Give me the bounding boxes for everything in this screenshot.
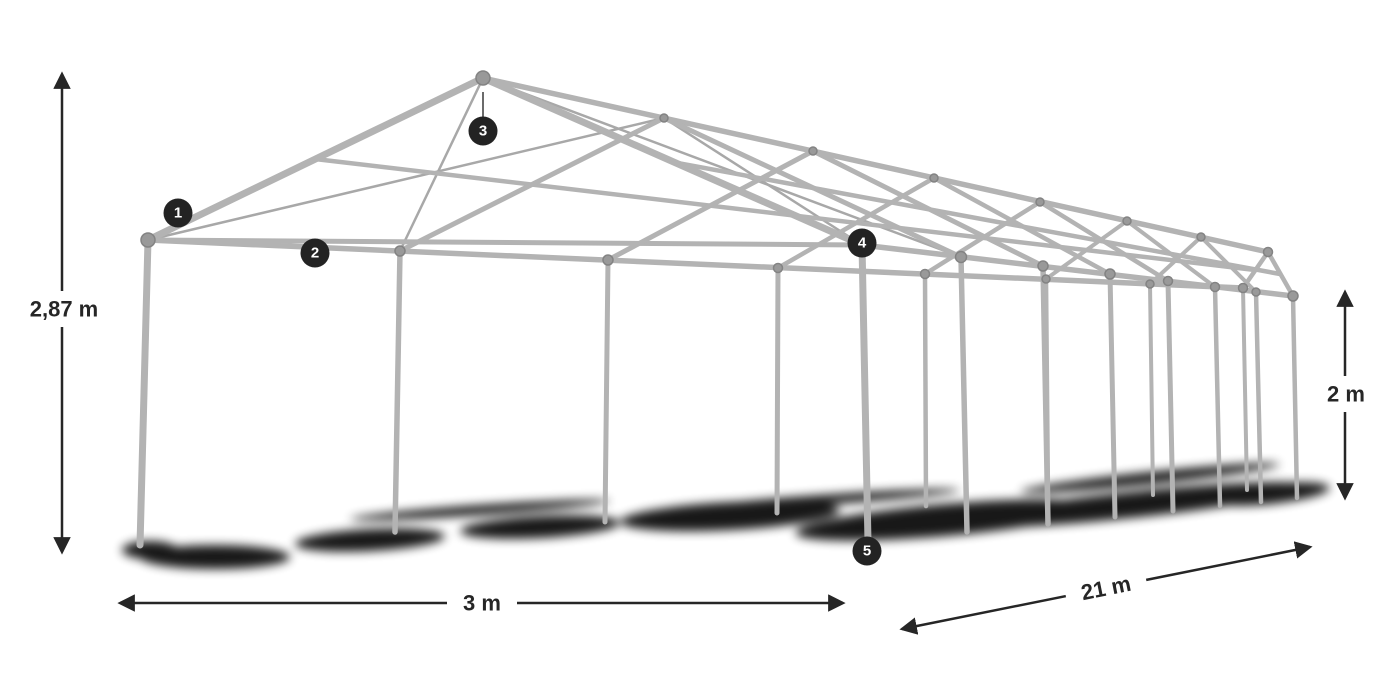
badge-3-number: 3 [479,123,487,140]
badge-4-number: 4 [858,235,867,252]
frame-braces [146,76,963,259]
ridge-beam [480,75,1271,255]
badge-3[interactable]: 3 [468,116,498,146]
ridge-height-label: 2,87 m [30,297,99,322]
back-corner-post [1290,293,1300,501]
dimension-side-height: 2 m [1316,289,1376,501]
side-height-label: 2 m [1327,382,1365,407]
far-eave-beam [145,237,1246,291]
width-label: 3 m [463,591,501,616]
ground-shadows [122,463,1330,569]
frame-tubes [136,74,1300,549]
badge-2-number: 2 [311,245,319,262]
tent-frame [136,70,1300,549]
near-eave-beam [859,242,1296,299]
badge-1[interactable]: 1 [163,198,193,228]
dimension-length: 21 m [899,541,1313,635]
front-tie-beam [145,237,865,248]
badge-2[interactable]: 2 [300,238,330,268]
dimension-width: 3 m [117,585,846,621]
front-left-post [136,236,152,549]
badge-1-number: 1 [174,205,182,222]
badge-4[interactable]: 4 [847,228,877,258]
badge-5[interactable]: 5 [852,536,882,566]
badge-5-number: 5 [863,543,871,560]
dimension-ridge-height: 2,87 m [20,71,108,555]
front-right-post [858,241,872,546]
